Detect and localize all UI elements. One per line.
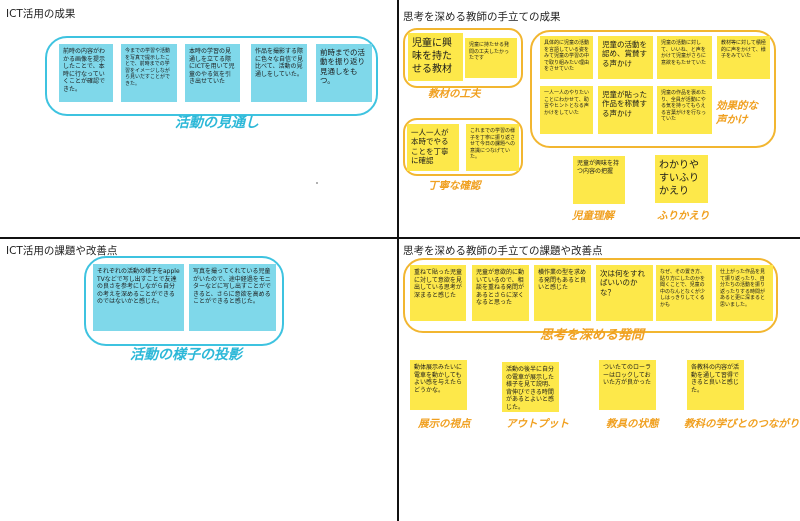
sticky-note[interactable]: なぜ、その置き方、貼り方にしたのかを聞くことで、児童の中のなんとなくが少しはっき…: [656, 265, 712, 321]
sticky-note[interactable]: 児童の作品を褒めたり、全員が活動にやる気を持ってもらえる言葉がけを行なっていた: [657, 86, 712, 134]
sticky-note[interactable]: 次は何をすればいいのかな？: [596, 265, 653, 321]
handwritten-label: 教具の状態: [606, 418, 659, 430]
handwritten-label: 展示の視点: [418, 418, 471, 430]
group-outline-material: [403, 28, 523, 88]
sticky-note[interactable]: 児童の活動を認め、賞賛する声かけ: [598, 36, 653, 79]
sticky-note[interactable]: 各教科の内容が活動を通して習得できると良いと感じた。: [687, 360, 744, 410]
sticky-note[interactable]: 本時の学習の見通しを立てる際にICTを用いて児童のやる気を引き出せていた: [185, 44, 240, 102]
sticky-note[interactable]: 今までの学習や活動を写真で提示したことで、前時までの学習をイメージしながら見いだ…: [121, 44, 177, 102]
handwritten-label: 丁寧な確認: [428, 180, 481, 192]
sticky-note[interactable]: それぞれの活動の様子をappleTVなどで写し出すことで友達の良さを参考にしなが…: [93, 264, 184, 331]
sticky-note[interactable]: 児童が意欲的に動いているので、相談を重ねる発問があるとさらに深くなると思った: [472, 265, 529, 321]
group-outline-activity-preview: [45, 36, 378, 116]
handwritten-label: 教材の工夫: [428, 88, 481, 100]
handwritten-label: アウトプット: [506, 418, 569, 430]
group-outline-activity-projection: [84, 256, 284, 346]
sticky-note[interactable]: 前時の内容がわかる画像を提示したことで、本時に行なっていくことが確認できた。: [59, 44, 113, 102]
quadrant-title-ict-issues: ICT活用の課題や改善点: [6, 245, 118, 257]
sticky-note[interactable]: 横作業の型を求める発問もあると良いと感じた: [534, 265, 591, 321]
quadrant-title-teacher-results: 思考を深める教師の手立ての成果: [403, 11, 561, 23]
sticky-note[interactable]: 教材等に対して積極的に声をかけて、様子をみていた: [717, 36, 770, 79]
handwritten-label: 児童理解: [572, 210, 614, 222]
sticky-note[interactable]: 前時までの活動を振り返り見通しをもつ。: [316, 44, 372, 102]
group-outline-deep-questions: [403, 258, 778, 333]
handwritten-label: 活動の様子の投影: [130, 347, 242, 363]
sticky-note[interactable]: 児童が貼った作品を称賛する声かけ: [598, 86, 653, 134]
sticky-note[interactable]: 児童が興味を持つ内容の把握: [573, 156, 625, 204]
handwritten-label: 活動の見通し: [175, 115, 259, 131]
sticky-note[interactable]: 一人一人が本時でやることを丁寧に確認: [407, 124, 459, 171]
handwritten-label: 効果的な声かけ: [716, 100, 758, 126]
horizontal-divider: [0, 237, 800, 239]
sticky-note[interactable]: これまでの学習の様子を丁寧に振り返させて今日の課題への意識につなげていた。: [466, 124, 519, 171]
sticky-note[interactable]: 写真を撮ってくれている児童がいたので、途中経過をモニターなどに写し出すことができ…: [189, 264, 276, 331]
quadrant-title-teacher-issues: 思考を深める教師の手立ての課題や改善点: [403, 245, 603, 257]
group-outline-careful-check: [403, 118, 523, 176]
sticky-note[interactable]: 仕上がった作品を見て振り返ったり、自分たちの活動を振り返ったりする時間があると更…: [716, 265, 773, 321]
sticky-note[interactable]: 児童の活動に対して、いいね、と声をかけて児童がさらに意欲をもたせていた: [657, 36, 712, 79]
sticky-note[interactable]: ついたてのローラーはロックしておいた方が良かった: [599, 360, 656, 410]
sticky-note[interactable]: 活動の後半に自分の電車が展示した様子を見て説明、背伸びできる時間があるとよいと感…: [502, 362, 559, 412]
canvas-dot: [316, 182, 318, 184]
handwritten-label: 教科の学びとのつながり: [684, 418, 800, 430]
sticky-note[interactable]: 一人一人のやりたいことにわかせて、助言やヒントとなる声かけをしていた: [540, 86, 593, 134]
sticky-note[interactable]: 児童に興味を持たせる教材: [408, 33, 463, 81]
sticky-note[interactable]: わかりやすいふりかえり: [655, 155, 708, 203]
handwritten-label: ふりかえり: [657, 210, 710, 222]
sticky-note[interactable]: 作品を撮影する際に色々な自信で見比べて、活動の見通しをしていた。: [251, 44, 307, 102]
handwritten-label: 思考を深める発問: [540, 328, 645, 343]
quadrant-title-ict-results: ICT活用の成果: [6, 8, 76, 20]
vertical-divider: [397, 0, 399, 521]
sticky-note[interactable]: 具体的に児童の活動を言語している姿をみて児童の学習の中で取り組みたい理由をさせて…: [540, 36, 593, 79]
sticky-note[interactable]: 重ねて貼った児童に対して意欲を見出している思考が深まると感じた: [410, 265, 466, 321]
group-outline-effective-talk: [530, 30, 776, 148]
sticky-note[interactable]: 動体展示みたいに電車を動かしてもよい感を与えたらどうかな。: [410, 360, 467, 410]
sticky-note[interactable]: 児童に持たせる発問の工夫したかったです: [465, 38, 517, 78]
